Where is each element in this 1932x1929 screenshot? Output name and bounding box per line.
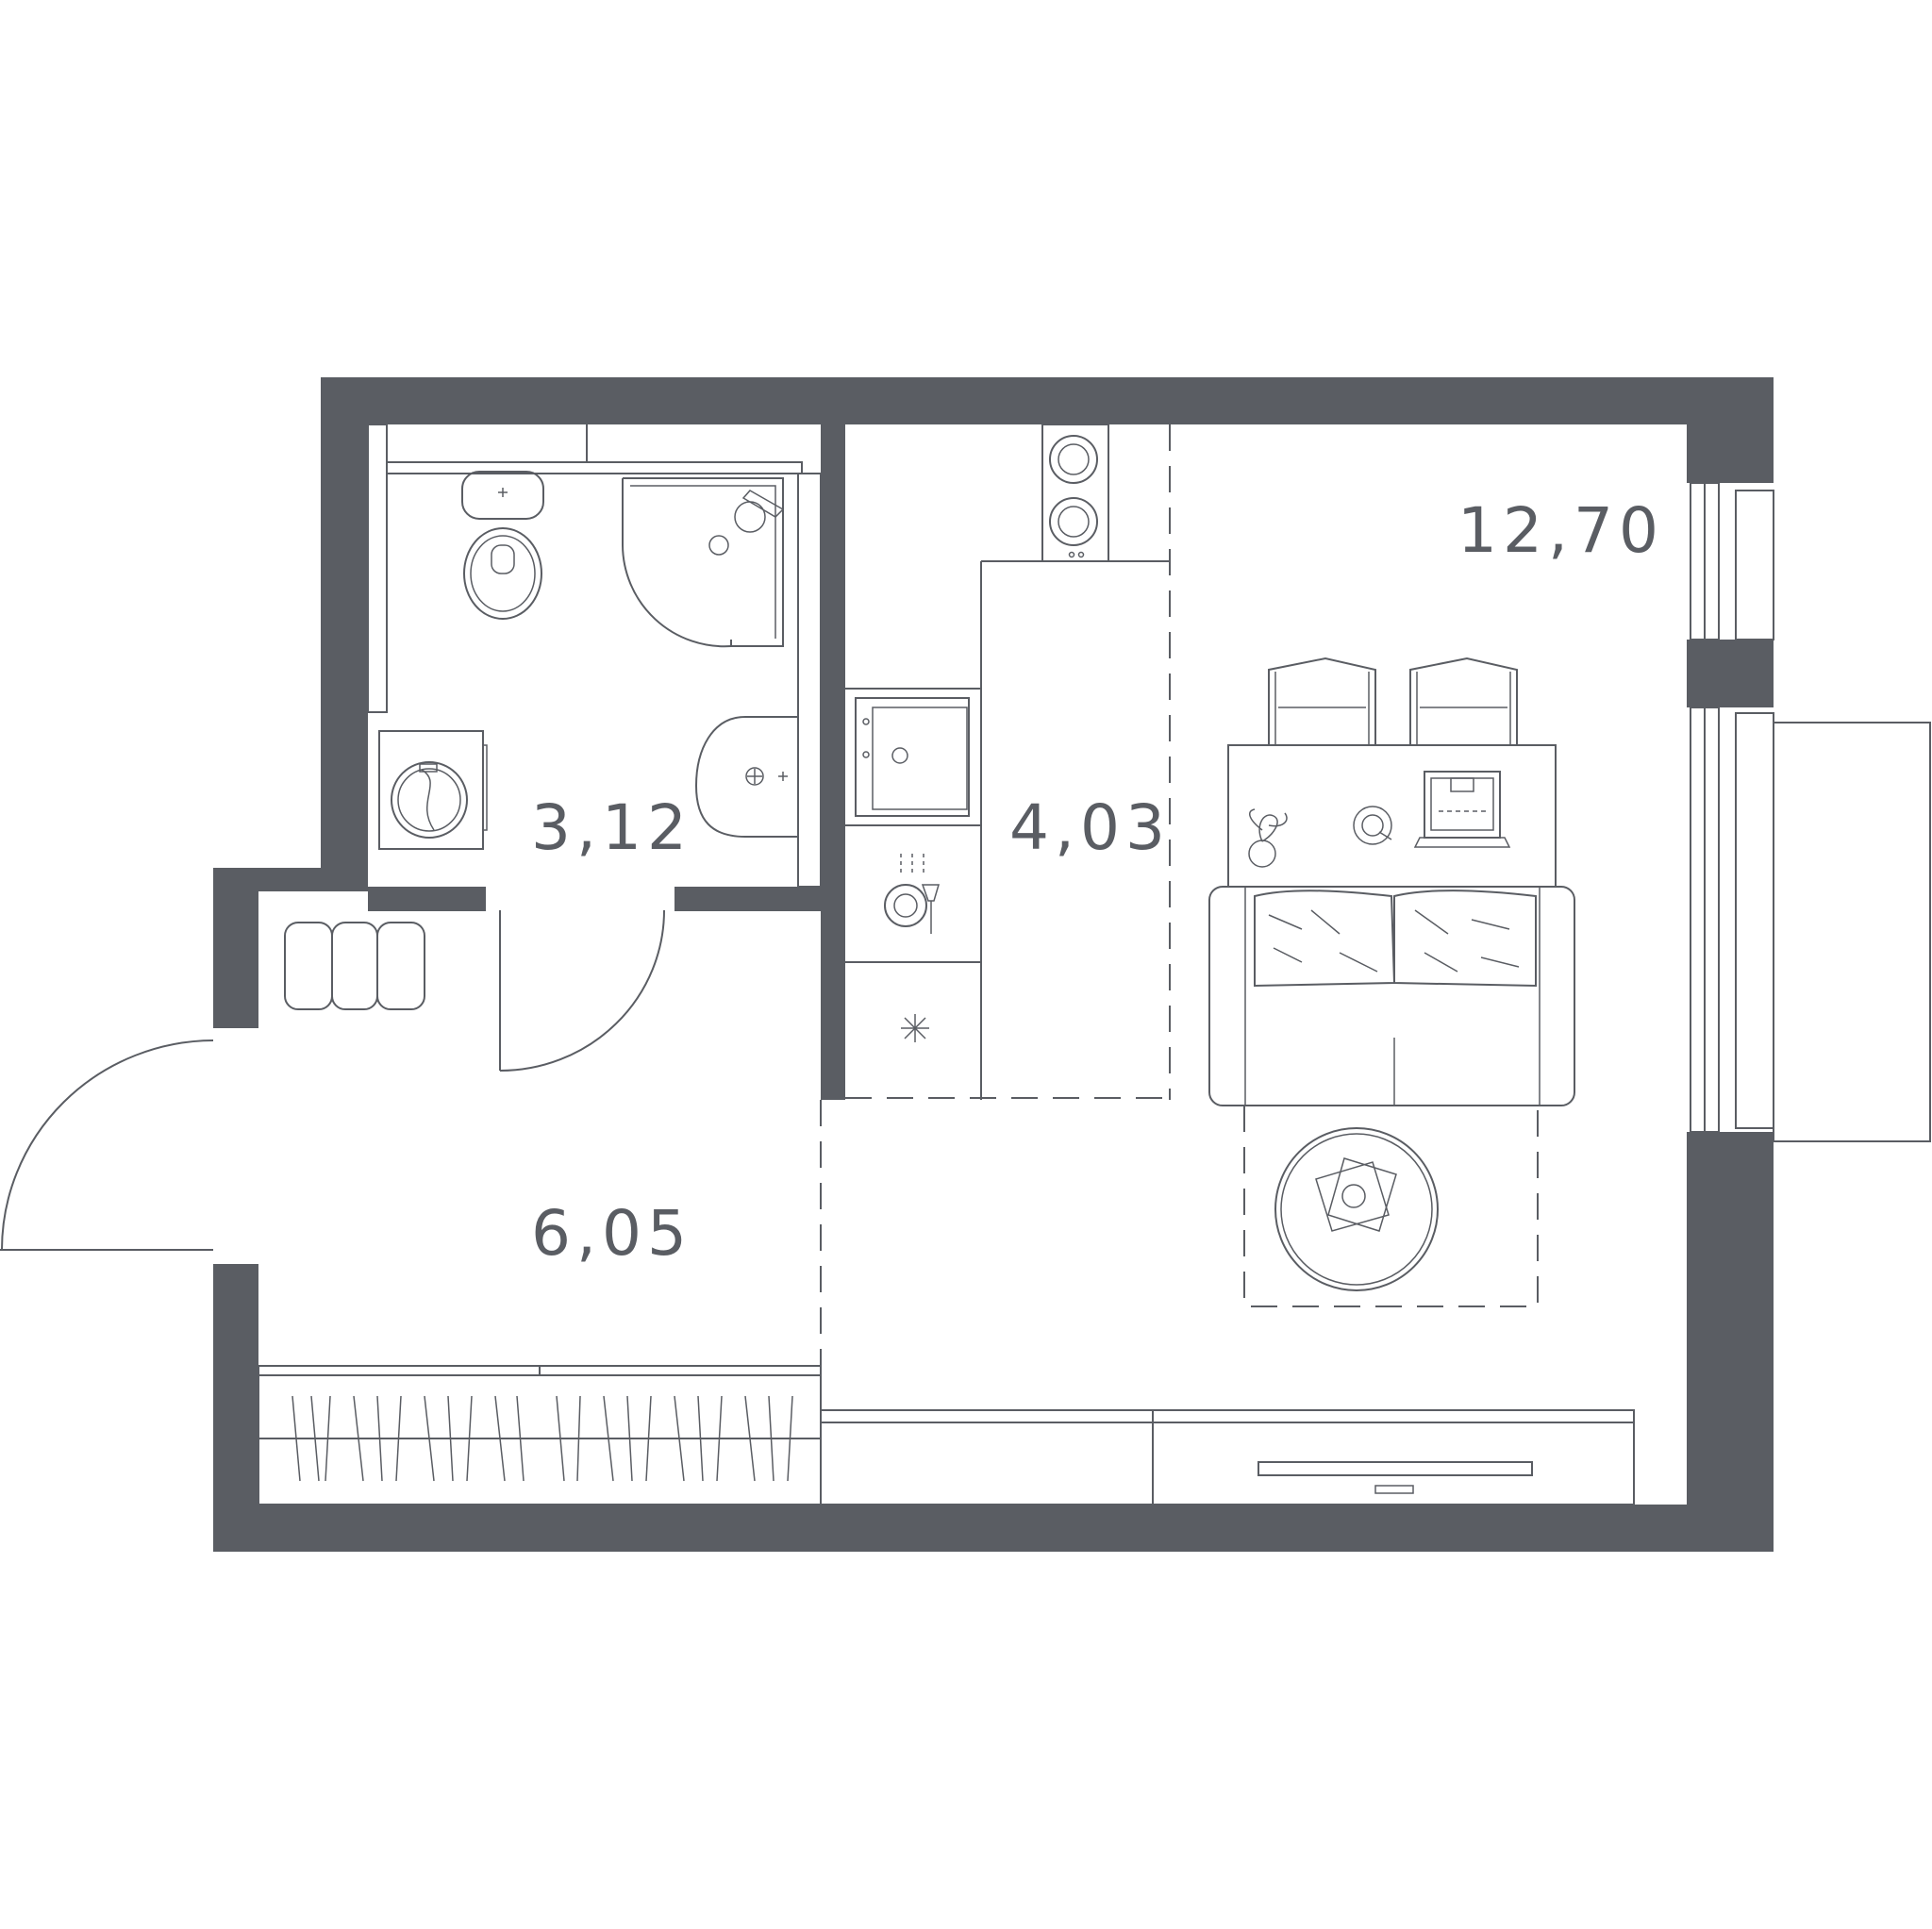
tv-stand-icon bbox=[820, 1409, 1635, 1505]
chair-icon bbox=[1409, 657, 1518, 745]
wardrobe-icon bbox=[258, 1365, 822, 1505]
rug bbox=[1243, 1106, 1539, 1307]
dining-table-icon bbox=[1227, 744, 1557, 888]
room-area-bathroom: 3,12 bbox=[531, 791, 692, 864]
pouf-icon bbox=[284, 922, 425, 1010]
washbasin-icon bbox=[694, 716, 798, 838]
fridge-icon bbox=[901, 1014, 929, 1042]
entrance-door-icon bbox=[0, 1039, 214, 1251]
balcony-icon bbox=[1773, 722, 1931, 1142]
bathroom-partitions bbox=[367, 424, 822, 888]
laptop-icon bbox=[1413, 771, 1511, 848]
toilet-icon bbox=[461, 471, 544, 620]
cooktop-icon bbox=[1041, 424, 1109, 562]
room-area-hallway: 6,05 bbox=[531, 1197, 692, 1270]
room-area-kitchen: 4,03 bbox=[1009, 791, 1171, 864]
room-area-living: 12,70 bbox=[1457, 494, 1664, 567]
window bbox=[1690, 482, 1774, 1133]
bathroom-door-icon bbox=[499, 909, 665, 1072]
cup-icon bbox=[1353, 806, 1392, 845]
washing-machine-icon bbox=[378, 730, 488, 850]
zone-boundaries bbox=[820, 424, 1171, 1505]
plant-icon bbox=[1248, 808, 1288, 868]
shower-icon bbox=[622, 477, 785, 648]
chair-icon bbox=[1268, 657, 1376, 745]
coffee-table-icon bbox=[1274, 1127, 1439, 1291]
walls bbox=[213, 377, 1774, 1552]
sofa-icon bbox=[1208, 886, 1575, 1106]
kitchen-sink-icon bbox=[855, 697, 970, 817]
dishwasher-icon bbox=[884, 854, 941, 934]
